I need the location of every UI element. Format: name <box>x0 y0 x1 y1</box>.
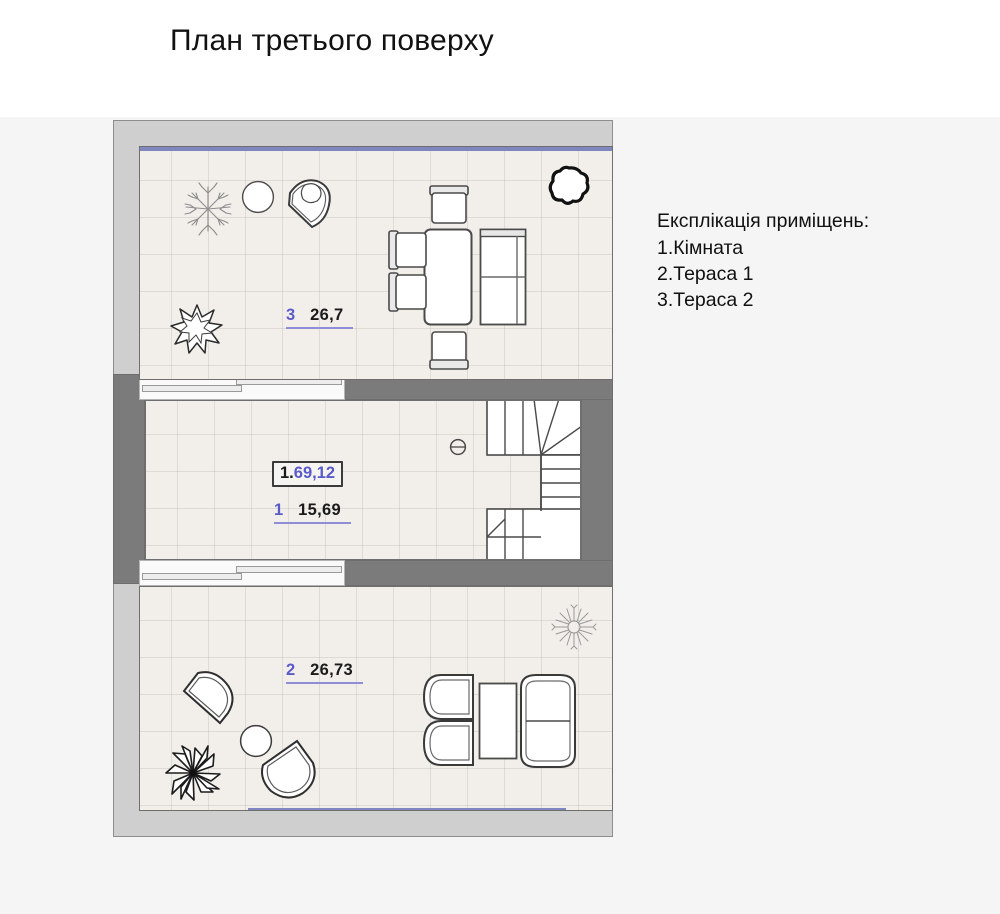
sofa-icon <box>520 674 576 768</box>
room-kimnata[interactable]: 1.69,12 1 15,69 <box>145 400 581 560</box>
legend-item-1: 1.Кімната <box>657 237 744 259</box>
dining-chair-icon <box>429 185 469 225</box>
coffee-table-icon <box>478 682 518 760</box>
label-underline <box>286 682 363 684</box>
legend-heading: Експлікація приміщень: <box>657 210 870 232</box>
room-number-1: 1 <box>274 501 284 519</box>
legend-item-3: 3.Тераса 2 <box>657 289 754 311</box>
door-leaf-bottom-a <box>142 573 242 580</box>
room-label-kimnata: 1 15,69 <box>274 501 351 524</box>
round-table-icon <box>239 724 273 758</box>
room-tag-box[interactable]: 1.69,12 <box>272 461 344 487</box>
railing-bottom <box>248 808 566 810</box>
inner-wall-right <box>581 374 613 584</box>
sliding-door-bottom[interactable] <box>139 560 345 586</box>
room-label-terrace-2: 3 26,7 <box>286 306 354 329</box>
round-table-icon <box>241 180 275 214</box>
room-area-3: 26,7 <box>310 306 344 324</box>
bench-icon <box>479 228 527 326</box>
stair-newel-icon <box>449 438 467 456</box>
label-underline <box>286 327 354 329</box>
tree-icon <box>178 179 238 239</box>
armchair-icon <box>176 669 242 735</box>
floor-plan: 3 26,7 <box>113 120 613 837</box>
shrub-icon <box>551 604 597 650</box>
shrub-icon <box>548 165 590 207</box>
inner-wall-left <box>113 374 145 584</box>
page-title: План третього поверху <box>170 24 494 57</box>
dining-chair-icon <box>388 272 428 312</box>
legend: Експлікація приміщень: 1.Кімната 2.Терас… <box>657 208 869 313</box>
armchair-icon <box>255 739 321 805</box>
label-underline <box>274 522 351 524</box>
room-number-2: 2 <box>286 661 296 679</box>
room-number-3: 3 <box>286 306 296 324</box>
room-label-terrace-1: 2 26,73 <box>286 661 363 684</box>
dining-chair-icon <box>388 230 428 270</box>
room-area-1: 15,69 <box>298 501 341 519</box>
room-terrace-2[interactable]: 3 26,7 <box>139 146 613 380</box>
flower-plant-icon <box>162 742 224 804</box>
door-leaf-bottom-b <box>236 566 342 573</box>
dining-table-icon <box>423 228 473 326</box>
dining-chair-icon <box>429 330 469 370</box>
railing-top <box>140 147 612 151</box>
staircase-icon <box>459 401 580 559</box>
tag-prefix: 1. <box>280 464 294 482</box>
tag-value: 69,12 <box>293 464 336 482</box>
lounge-chair-icon <box>422 720 475 766</box>
bush-plant-icon <box>168 299 226 357</box>
header-band <box>0 0 1000 117</box>
lounge-chair-icon <box>422 674 475 720</box>
inner-wall-bottom <box>343 560 613 586</box>
door-leaf-top-a <box>142 385 242 392</box>
room-area-2: 26,73 <box>310 661 353 679</box>
room-terrace-1[interactable]: 2 26,73 <box>139 586 613 811</box>
legend-item-2: 2.Тераса 1 <box>657 263 754 285</box>
armchair-icon <box>281 175 337 233</box>
